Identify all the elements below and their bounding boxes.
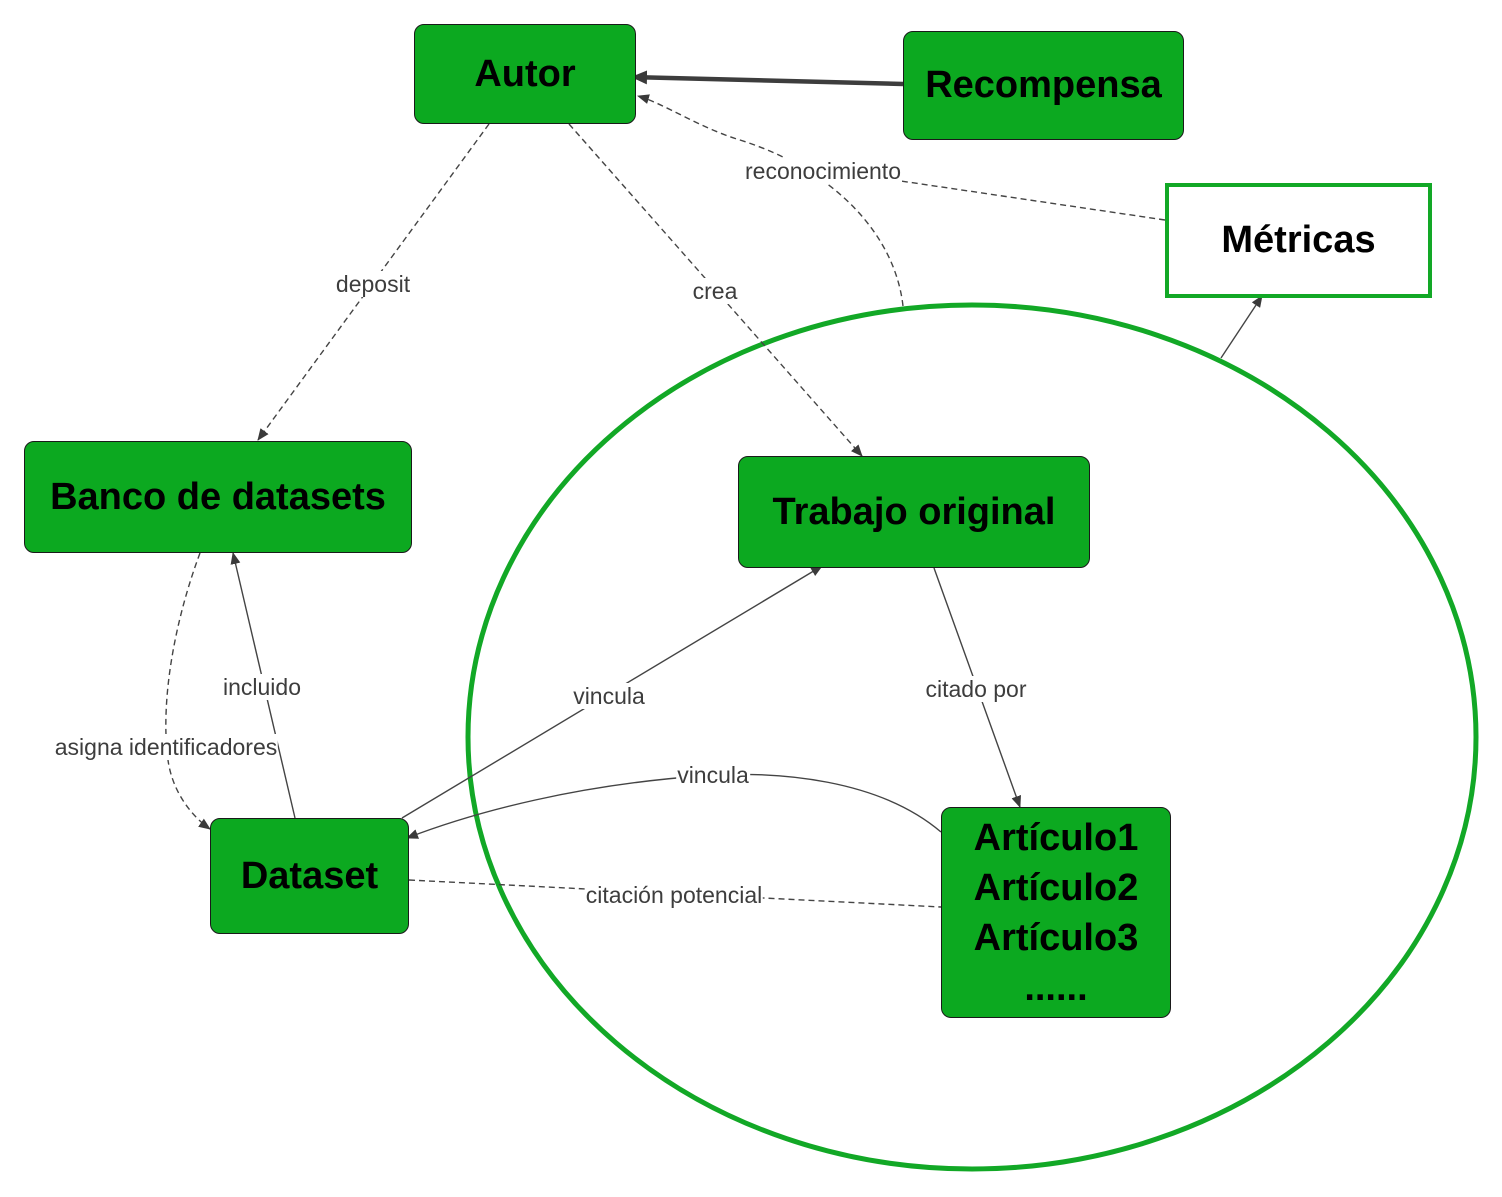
label-reconocimiento: reconocimiento	[744, 158, 902, 184]
edge-citacion-potencial	[408, 879, 942, 908]
node-autor-label: Autor	[474, 52, 576, 95]
articulo-2: Artículo2	[973, 866, 1139, 909]
node-banco-label: Banco de datasets	[50, 475, 386, 518]
node-dataset-label: Dataset	[240, 854, 379, 897]
node-trabajo-label: Trabajo original	[772, 490, 1056, 533]
node-recompensa-label: Recompensa	[925, 64, 1162, 106]
label-crea: crea	[691, 278, 739, 304]
articulos-list: Artículo1 Artículo2 Artículo3 ......	[974, 813, 1139, 1013]
label-deposit: deposit	[334, 271, 412, 297]
label-citacion-potencial: citación potencial	[584, 882, 764, 908]
articulo-more: ......	[1024, 966, 1088, 1009]
node-dataset: Dataset	[210, 818, 409, 934]
label-incluido: incluido	[222, 674, 302, 700]
edge-vincula-articulos	[406, 773, 942, 839]
articulo-3: Artículo3	[973, 916, 1139, 959]
node-metricas: Métricas	[1165, 183, 1432, 298]
articulo-1: Artículo1	[973, 816, 1139, 859]
edge-asigna	[165, 552, 211, 830]
label-vincula-articulos: vincula	[676, 762, 750, 788]
label-citado-por: citado por	[924, 676, 1028, 702]
node-metricas-label: Métricas	[1221, 219, 1376, 261]
node-articulos: Artículo1 Artículo2 Artículo3 ......	[941, 807, 1171, 1018]
node-banco-de-datasets: Banco de datasets	[24, 441, 412, 553]
label-asigna-identificadores: asigna identificadores	[53, 734, 279, 760]
edge-ellipse-metricas	[1220, 295, 1263, 359]
node-trabajo-original: Trabajo original	[738, 456, 1090, 568]
group-ellipse	[465, 302, 1479, 1172]
node-recompensa: Recompensa	[903, 31, 1184, 140]
label-vincula-trabajo: vincula	[572, 683, 646, 709]
edge-recompensa-autor	[631, 70, 904, 87]
node-autor: Autor	[414, 24, 636, 124]
edge-reconocimiento	[637, 94, 904, 307]
